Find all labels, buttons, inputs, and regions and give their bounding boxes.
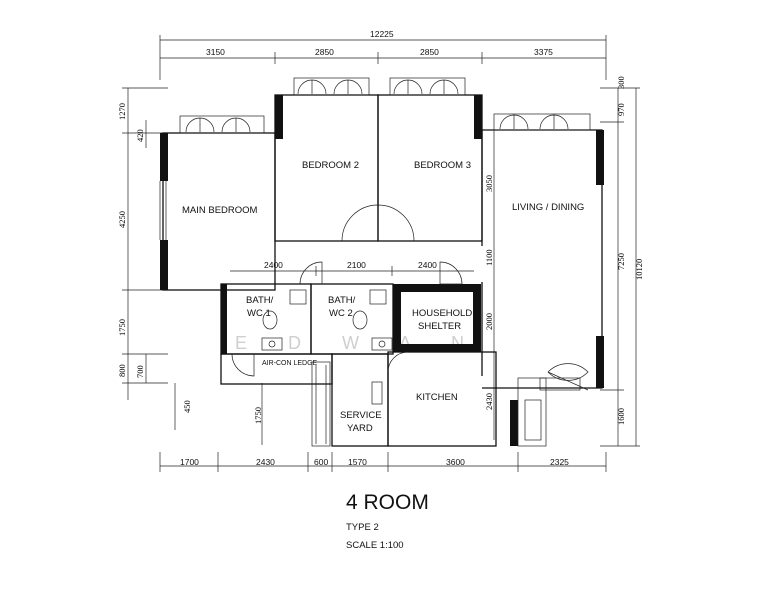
label-kitchen: KITCHEN (416, 392, 458, 403)
label-bath1-line1: BATH/ (246, 295, 274, 306)
dim-bottom-2: 2430 (256, 457, 275, 467)
label-bedroom-3: BEDROOM 3 (414, 160, 471, 171)
label-bath2-line2: WC 2 (329, 308, 353, 319)
dim-bottom-3: 600 (314, 457, 328, 467)
dim-top-total: 12225 (370, 29, 394, 39)
label-shelter-line2: SHELTER (418, 321, 461, 332)
fixtures (261, 289, 542, 441)
dim-right-1: 970 (616, 103, 626, 116)
caption: 4 ROOM TYPE 2 SCALE 1:100 (346, 491, 429, 551)
dim-inner-h-3: 2400 (418, 260, 437, 270)
dim-top-3: 2850 (420, 47, 439, 57)
dim-inner-v-1: 3050 (484, 175, 494, 192)
plan-type: TYPE 2 (346, 522, 379, 533)
dim-top-1: 3150 (206, 47, 225, 57)
label-aircon-ledge: AIR-CON LEDGE (262, 360, 318, 367)
dim-inner-v-2: 1100 (484, 249, 494, 266)
dim-inner-h-1: 2400 (264, 260, 283, 270)
label-bath1-line2: WC 1 (247, 308, 271, 319)
doors (231, 204, 589, 391)
dim-left-inner-3: 450 (182, 400, 192, 413)
dim-right-total: 10120 (634, 259, 644, 280)
room-labels: MAIN BEDROOM BEDROOM 2 BEDROOM 3 LIVING … (182, 160, 584, 434)
dim-left-3: 1750 (117, 319, 127, 336)
dim-bottom-1: 1700 (180, 457, 199, 467)
plan-scale: SCALE 1:100 (346, 540, 404, 551)
dim-bottom-6: 2325 (550, 457, 569, 467)
dim-inner-v-3: 2000 (484, 313, 494, 330)
dim-left-inner-2: 700 (135, 365, 145, 378)
dim-bottom-5: 3600 (446, 457, 465, 467)
dim-top-2: 2850 (315, 47, 334, 57)
dim-top-4: 3375 (534, 47, 553, 57)
dim-left-inner-1: 420 (135, 129, 145, 142)
dim-bottom-4: 1570 (348, 457, 367, 467)
plan-title: 4 ROOM (346, 491, 429, 514)
walls (160, 94, 604, 447)
label-bedroom-2: BEDROOM 2 (302, 160, 359, 171)
dim-left-2: 4250 (117, 211, 127, 228)
dim-right-2: 7250 (616, 253, 626, 270)
label-service-line2: YARD (347, 423, 373, 434)
dim-left-inner-4: 1750 (253, 407, 263, 424)
dim-inner-h-2: 2100 (347, 260, 366, 270)
dim-right-small: 300 (616, 76, 626, 89)
dimension-lines (122, 35, 640, 472)
label-bath2-line1: BATH/ (328, 295, 356, 306)
dim-inner-v-4: 2430 (484, 393, 494, 410)
windows (159, 77, 591, 240)
dim-right-3: 1600 (616, 408, 626, 425)
label-main-bedroom: MAIN BEDROOM (182, 205, 258, 216)
dimension-labels: 12225 3150 2850 2850 3375 1700 2430 600 … (117, 29, 644, 467)
label-living-dining: LIVING / DINING (512, 202, 584, 213)
label-shelter-line1: HOUSEHOLD (412, 308, 472, 319)
dim-left-1: 1270 (117, 103, 127, 120)
label-service-line1: SERVICE (340, 410, 382, 421)
dim-left-4: 800 (117, 364, 127, 377)
